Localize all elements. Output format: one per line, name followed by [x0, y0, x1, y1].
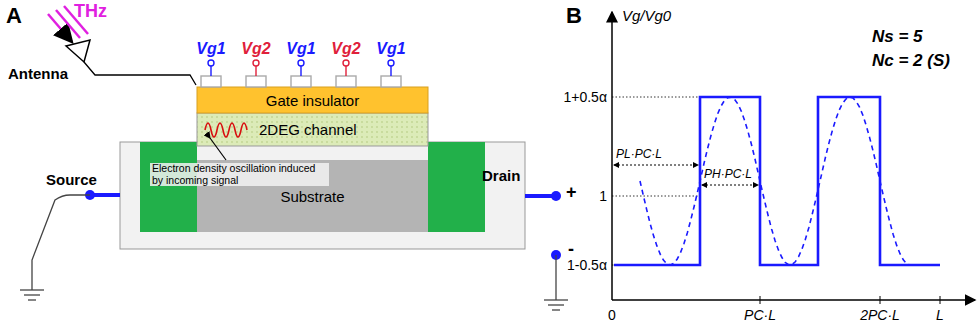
antenna-label: Antenna	[8, 66, 68, 83]
terminal-label: Source	[46, 172, 97, 189]
insulator-layer: Gate insulator	[197, 87, 428, 113]
annotation: Electron density oscillation induced by …	[150, 163, 329, 186]
channel-layer: 2DEG channel	[197, 113, 428, 146]
gate-voltage: Vg1	[376, 40, 405, 58]
parameter-label: Ns = 5	[872, 28, 923, 47]
tick-label: PC·L	[744, 308, 776, 323]
axis-label: Vg/Vg0	[622, 8, 671, 25]
terminal-label: Drain	[482, 168, 520, 185]
tick-label: L	[936, 308, 944, 323]
polarity-sign: +	[566, 183, 577, 203]
panel-letter: B	[566, 4, 582, 28]
tick-label: 1-0.5α	[567, 258, 607, 273]
dashed-curve	[640, 97, 910, 265]
panel-letter: A	[6, 4, 22, 28]
gate-voltage: Vg2	[331, 40, 360, 58]
dimension-label: PL·PC·L	[616, 148, 662, 161]
tick-label: 1	[599, 189, 607, 204]
gate-voltage: Vg1	[286, 40, 315, 58]
polarity-sign: -	[568, 240, 574, 260]
layer-label: Substrate	[280, 188, 344, 205]
gate-voltage: Vg1	[196, 40, 225, 58]
signal-label: THz	[74, 2, 107, 22]
gate-voltage: Vg2	[241, 40, 270, 58]
tick-label: 1+0.5α	[563, 90, 607, 105]
tick-label: 0	[608, 308, 616, 323]
layer-label: 2DEG channel	[259, 121, 357, 138]
dimension-label: PH·PC·L	[704, 168, 752, 181]
tick-label: 2PC·L	[860, 308, 900, 323]
layer-label: Gate insulator	[266, 92, 359, 109]
parameter-label: Nc = 2 (S)	[872, 52, 950, 71]
